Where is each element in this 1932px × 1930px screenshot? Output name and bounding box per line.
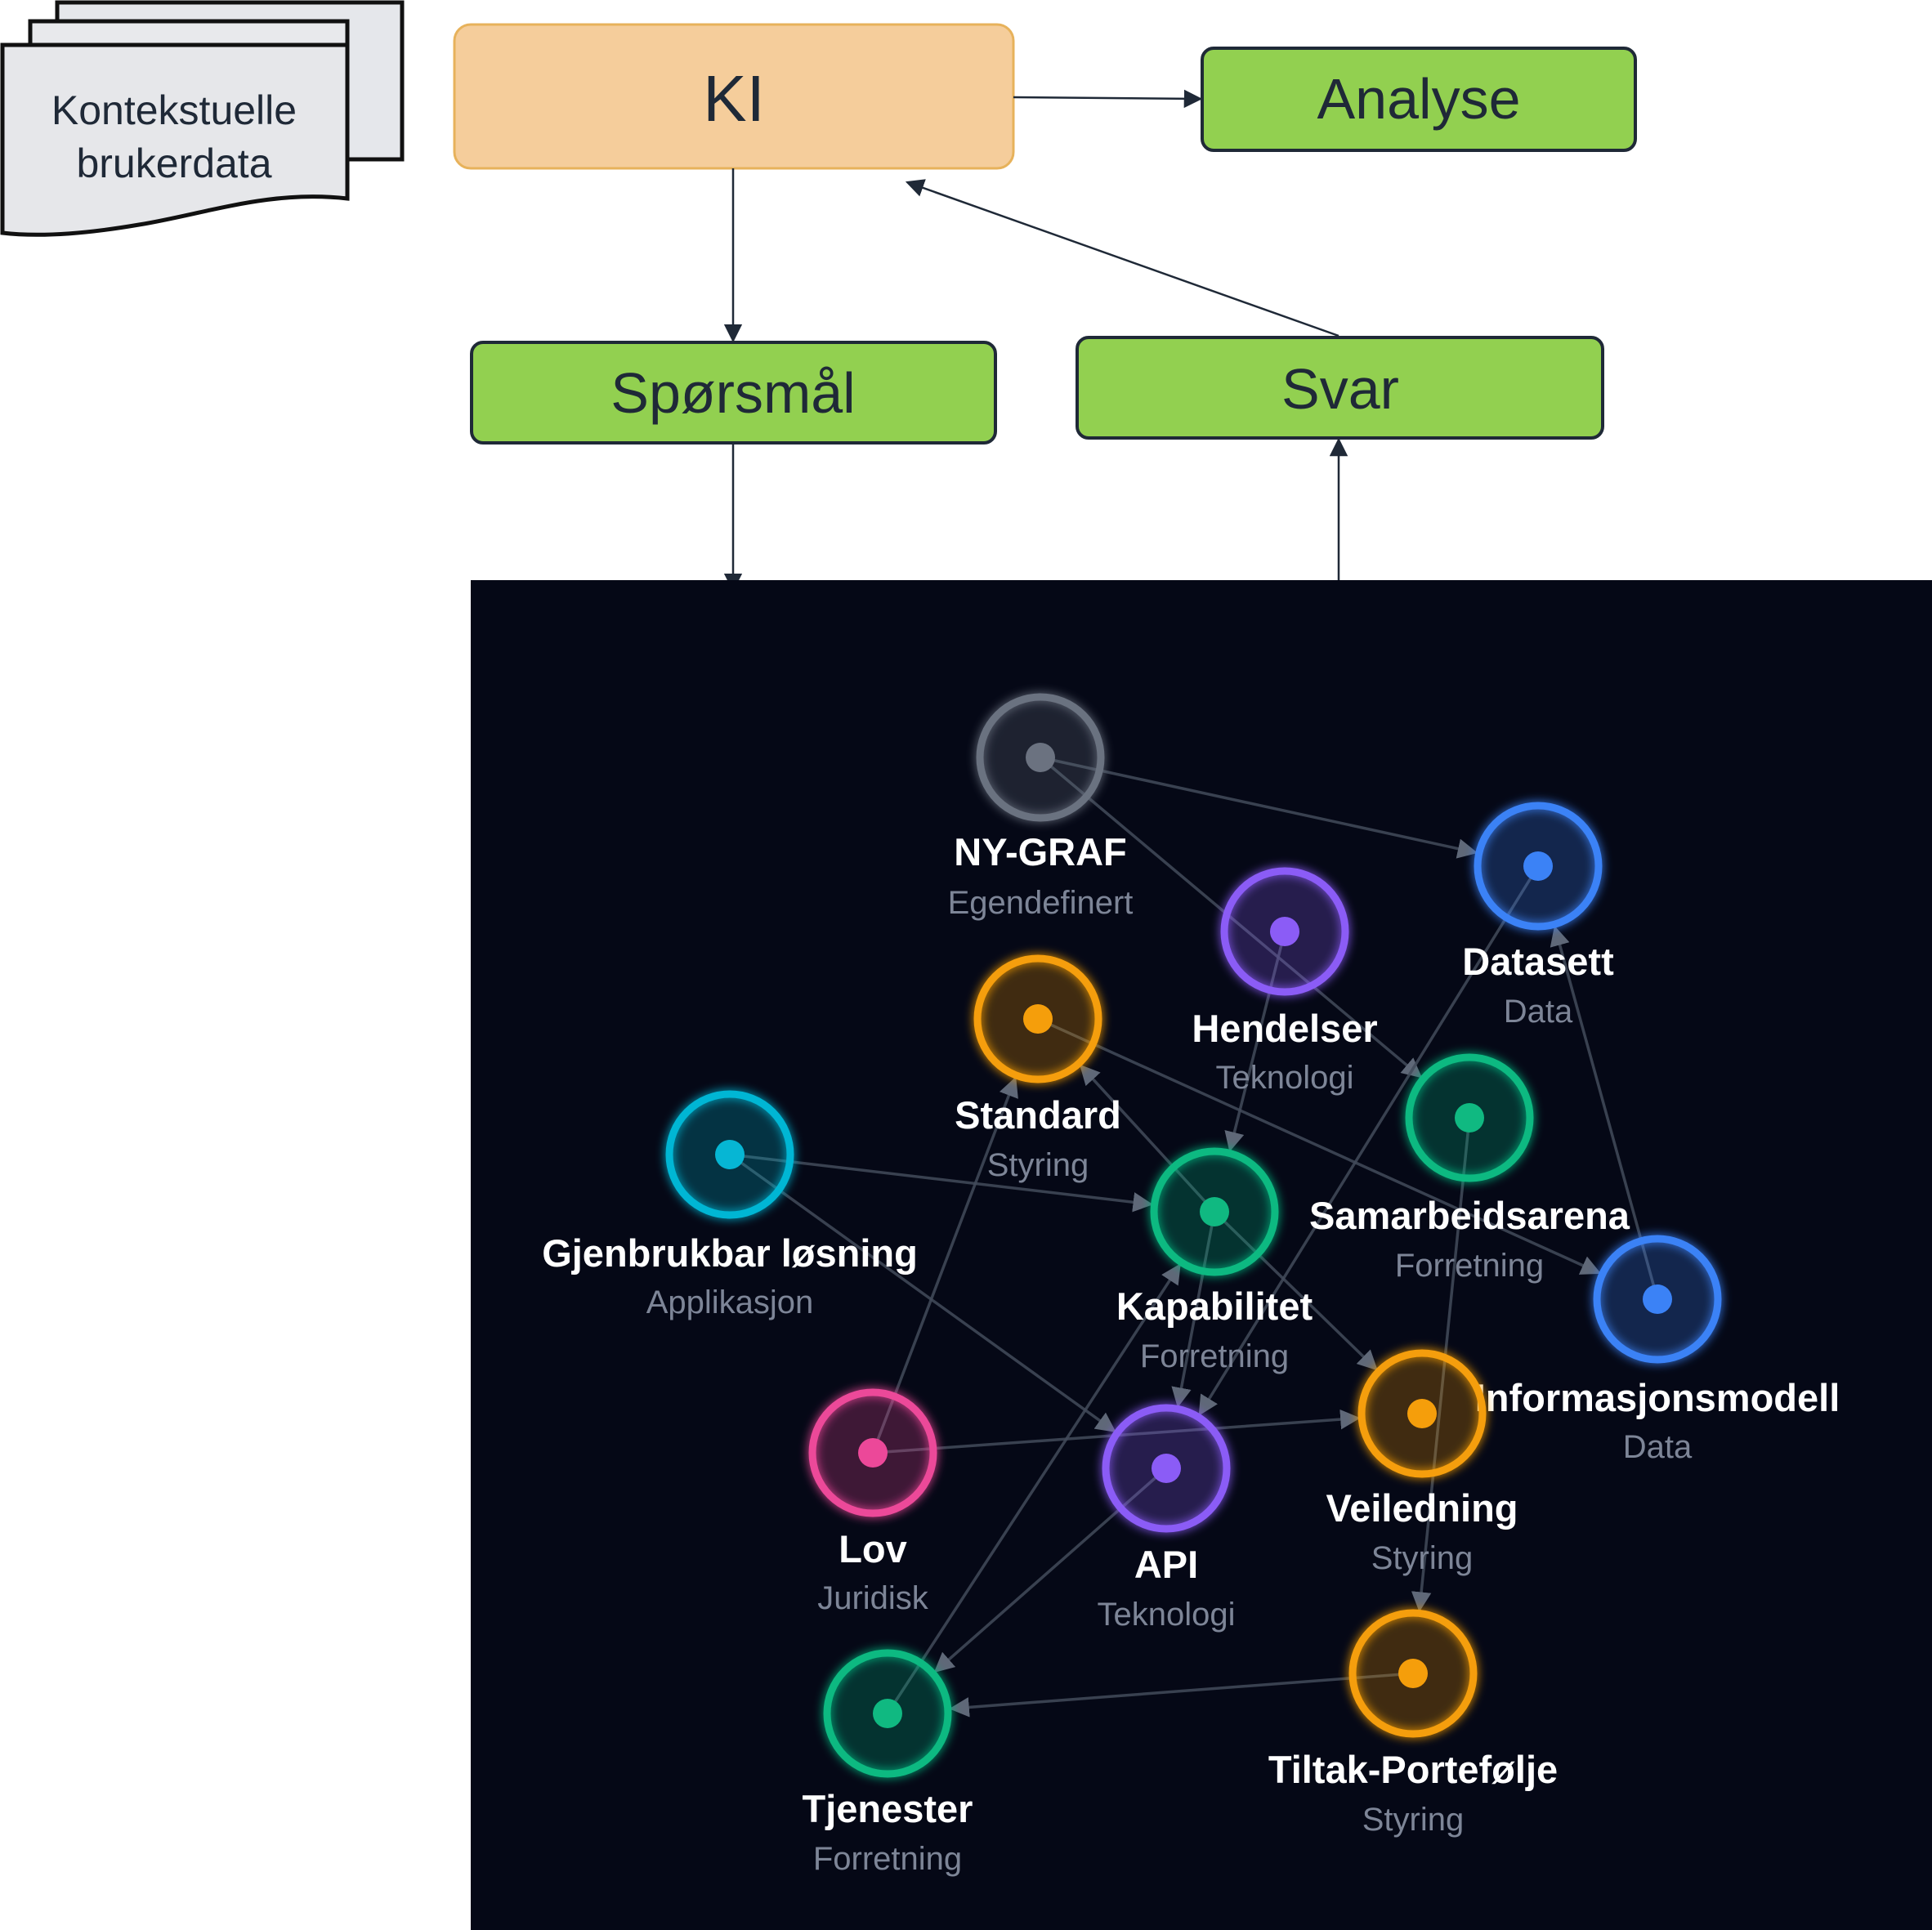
node-title-hendelser: Hendelser (1192, 1007, 1377, 1050)
edge-gjenbrukbar-to-kapabilitet (729, 1153, 1153, 1213)
node-subtitle-lov: Juridisk (817, 1580, 929, 1616)
node-subtitle-informasjonsmodell: Data (1623, 1429, 1693, 1465)
node-title-datasett: Datasett (1462, 940, 1614, 983)
node-dot-standard (1023, 1004, 1053, 1034)
sporsmal-label: Spørsmål (610, 361, 855, 425)
edge-tiltak-to-tjenester (949, 1672, 1414, 1718)
node-dot-kapabilitet (1200, 1197, 1229, 1226)
node-title-ny-graf: NY-GRAF (954, 830, 1127, 873)
node-title-tiltak: Tiltak-Portefølje (1268, 1748, 1558, 1791)
arrow-ki-to-analyse (1013, 89, 1203, 109)
context-docs-line1: Kontekstuelle (51, 87, 297, 133)
node-dot-api (1152, 1454, 1181, 1483)
graph-node-api[interactable]: API Teknologi (1097, 1404, 1236, 1633)
svar-box: Svar (1076, 336, 1604, 440)
node-dot-samarbeidsarena (1455, 1103, 1484, 1133)
node-subtitle-datasett: Data (1504, 994, 1573, 1030)
node-subtitle-gjenbrukbar: Applikasjon (646, 1284, 814, 1320)
node-title-informasjonsmodell: Informasjonsmodell (1475, 1376, 1840, 1419)
node-title-kapabilitet: Kapabilitet (1116, 1284, 1313, 1328)
graph-edges (728, 756, 1659, 1718)
node-subtitle-api: Teknologi (1097, 1597, 1235, 1633)
node-dot-informasjonsmodell (1643, 1284, 1672, 1314)
analyse-label: Analyse (1317, 67, 1520, 131)
context-documents: Kontekstuelle brukerdata (0, 0, 405, 237)
node-title-lov: Lov (839, 1527, 907, 1570)
node-subtitle-tiltak: Styring (1362, 1802, 1465, 1838)
context-docs-line2: brukerdata (76, 141, 271, 186)
node-subtitle-hendelser: Teknologi (1215, 1060, 1353, 1096)
node-subtitle-kapabilitet: Forretning (1140, 1338, 1289, 1374)
node-subtitle-ny-graf: Egendefinert (948, 885, 1134, 921)
node-subtitle-veiledning: Styring (1371, 1540, 1474, 1576)
node-dot-hendelser (1270, 917, 1299, 946)
edge-lov-to-standard (871, 1076, 1018, 1454)
doc-sheet-front (0, 42, 350, 237)
edge-tjenester-to-kapabilitet (886, 1263, 1181, 1714)
edge-datasett-to-api (1198, 865, 1540, 1416)
node-title-api: API (1134, 1543, 1198, 1586)
edge-gjenbrukbar-to-api (728, 1153, 1116, 1432)
node-title-gjenbrukbar: Gjenbrukbar løsning (542, 1231, 918, 1275)
graph-node-ny-graf[interactable]: NY-GRAF Egendefinert (948, 693, 1134, 921)
node-title-tjenester: Tjenester (803, 1787, 973, 1830)
node-title-veiledning: Veiledning (1326, 1486, 1518, 1530)
node-dot-datasett (1523, 851, 1553, 881)
edge-informasjonsmodell-to-datasett (1550, 925, 1659, 1300)
edge-standard-to-informasjonsmodell (1037, 1017, 1602, 1275)
node-dot-gjenbrukbar (715, 1140, 745, 1169)
ki-label: KI (703, 62, 765, 135)
node-dot-tiltak (1398, 1659, 1428, 1688)
sporsmal-box: Spørsmål (470, 341, 997, 445)
arrow-svar-to-ki (905, 179, 1339, 337)
svar-label: Svar (1281, 357, 1399, 421)
node-dot-ny-graf (1026, 743, 1055, 772)
node-dot-tjenester (873, 1699, 902, 1728)
node-subtitle-samarbeidsarena: Forretning (1395, 1248, 1544, 1284)
graph-nodes: NY-GRAFEgendefinertDatasettDataHendelser… (542, 693, 1840, 1877)
ki-box: KI (453, 23, 1015, 170)
node-dot-lov (858, 1438, 888, 1468)
analyse-box: Analyse (1201, 47, 1637, 152)
node-title-standard: Standard (955, 1093, 1121, 1137)
node-subtitle-tjenester: Forretning (813, 1841, 962, 1877)
node-subtitle-standard: Styring (987, 1147, 1089, 1183)
edge-ny-graf-to-datasett (1040, 756, 1478, 859)
node-dot-veiledning (1407, 1399, 1437, 1428)
node-title-samarbeidsarena: Samarbeidsarena (1309, 1194, 1630, 1237)
